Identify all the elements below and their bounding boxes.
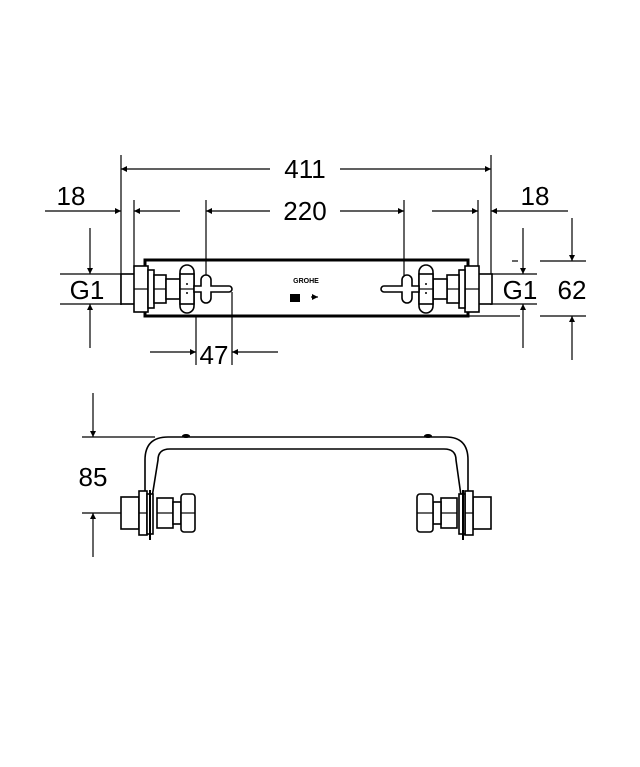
dimension-slot-offset: 47 bbox=[150, 292, 278, 370]
dim-220-label: 220 bbox=[283, 196, 326, 226]
dimension-hole-spacing: 220 bbox=[206, 196, 404, 226]
top-view: 411 18 18 220 bbox=[45, 154, 586, 370]
right-fitting bbox=[418, 264, 493, 314]
side-view: 85 bbox=[79, 393, 492, 557]
dimension-height: 62 bbox=[410, 218, 586, 360]
dimension-overall-length: 411 bbox=[121, 154, 491, 184]
bracket-inner bbox=[149, 448, 464, 511]
left-keyhole-slot bbox=[193, 274, 233, 304]
left-fitting-side bbox=[120, 490, 196, 540]
dim-g1-left-label: G1 bbox=[70, 275, 105, 305]
dim-g1-right-label: G1 bbox=[503, 275, 538, 305]
dim-85-label: 85 bbox=[79, 462, 108, 492]
right-keyhole-slot bbox=[380, 274, 420, 304]
dim-411-label: 411 bbox=[284, 154, 325, 184]
dim-18-left-label: 18 bbox=[57, 181, 86, 211]
left-fitting bbox=[120, 264, 195, 314]
dim-47-label: 47 bbox=[200, 340, 229, 370]
bracket-outer bbox=[144, 436, 469, 510]
dimension-depth: 85 bbox=[79, 393, 155, 557]
dimension-thread-right: G1 bbox=[492, 228, 537, 348]
brand-logo-text: GROHE bbox=[293, 278, 319, 285]
brand-logo: GROHE bbox=[290, 278, 319, 302]
dim-18-right-label: 18 bbox=[521, 181, 550, 211]
dimension-right-offset: 18 bbox=[432, 181, 568, 214]
dimension-left-offset: 18 bbox=[45, 181, 180, 214]
water-shield-icon bbox=[290, 294, 300, 302]
dim-62-label: 62 bbox=[558, 275, 587, 305]
dimension-thread-left: G1 bbox=[60, 228, 121, 348]
right-fitting-side bbox=[416, 490, 492, 540]
